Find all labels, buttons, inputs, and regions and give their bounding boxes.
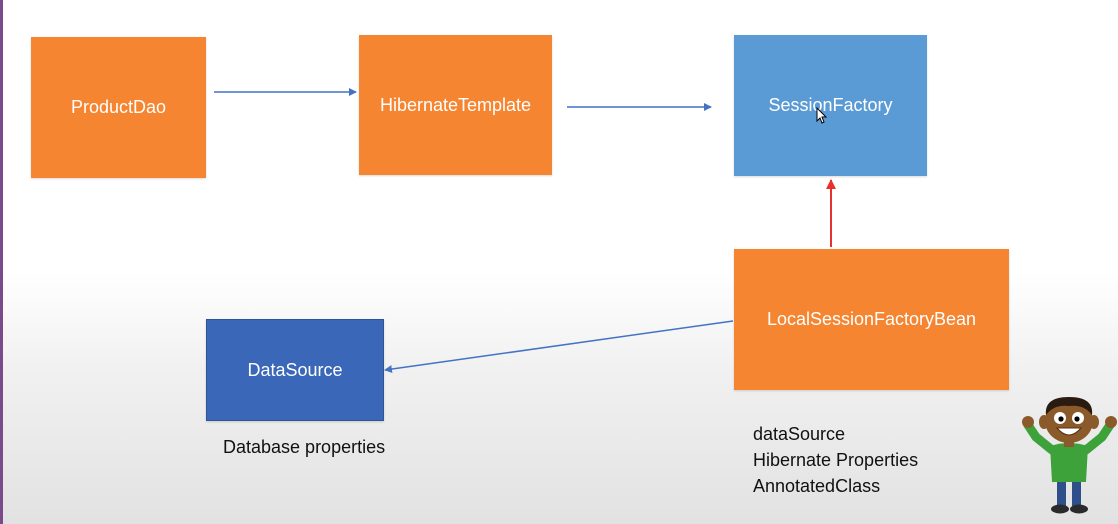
- datasource-label: DataSource: [247, 359, 343, 380]
- hibernatetemplate-label: HibernateTemplate: [379, 94, 532, 115]
- datasource-box: DataSource: [206, 319, 384, 421]
- slide-left-border: [0, 0, 3, 524]
- cartoon-boy-mascot: [1022, 397, 1117, 514]
- sessionfactory-label: SessionFactory: [768, 95, 893, 115]
- productdao-box: ProductDao: [31, 37, 206, 178]
- sessionfactory-box: SessionFactory: [734, 35, 927, 176]
- productdao-label: ProductDao: [70, 97, 167, 117]
- hibernatetemplate-box: HibernateTemplate: [359, 35, 552, 175]
- localsessionfactorybean-label: LocalSessionFactoryBean: [766, 309, 977, 329]
- bean-property-item: dataSource: [753, 424, 846, 444]
- datasource-caption: Database properties: [223, 437, 386, 457]
- bean-properties-list: dataSource Hibernate Properties Annotate…: [753, 421, 918, 499]
- arrow-localsessionfactorybean-to-datasource: [384, 320, 734, 373]
- bean-property-item: AnnotatedClass: [753, 476, 881, 496]
- localsessionfactorybean-box: LocalSessionFactoryBean: [734, 249, 1009, 390]
- bean-property-item: Hibernate Properties: [753, 450, 919, 470]
- mouse-pointer-icon: [816, 107, 828, 124]
